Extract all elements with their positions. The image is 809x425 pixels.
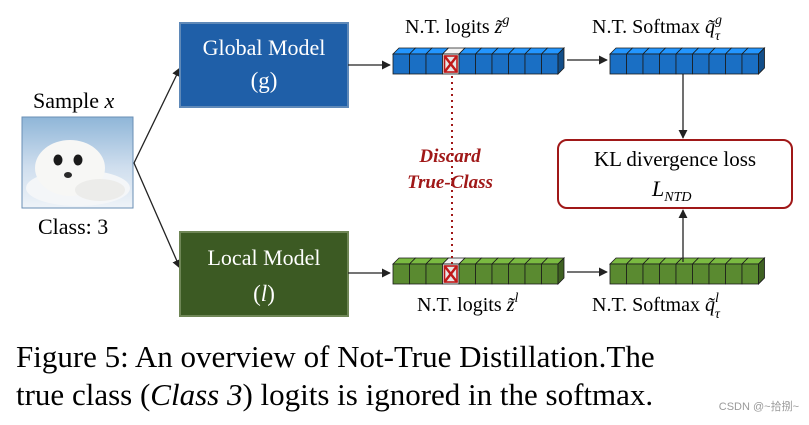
caption-line-1: Figure 5: An overview of Not-True Distil… bbox=[16, 339, 655, 374]
vector-cell bbox=[491, 263, 509, 285]
vector-cell bbox=[392, 263, 410, 285]
local-model-box: Local Model (l) bbox=[179, 231, 349, 317]
vector-side bbox=[758, 257, 765, 285]
kl-loss-box: KL divergence loss LNTD bbox=[557, 139, 793, 209]
discard-x-mark bbox=[443, 265, 458, 283]
vector-cell bbox=[458, 263, 476, 285]
vector-cell bbox=[675, 53, 693, 75]
vector-cell bbox=[508, 53, 526, 75]
kl-loss-title: KL divergence loss bbox=[594, 147, 756, 171]
global-model-title: Global Model bbox=[203, 35, 326, 60]
vector-cell bbox=[458, 53, 476, 75]
vector-side bbox=[557, 47, 565, 75]
vector-cell bbox=[741, 263, 759, 285]
global-softmax-vector bbox=[609, 47, 766, 75]
discard-x-box bbox=[443, 265, 458, 283]
vector-cell bbox=[642, 263, 660, 285]
global-logits-label: N.T. logits z̃g bbox=[405, 13, 509, 38]
vector-cell bbox=[475, 263, 493, 285]
vector-cell bbox=[524, 263, 542, 285]
local-softmax-vector bbox=[609, 257, 766, 285]
discard-x-box bbox=[443, 55, 458, 73]
ntd-diagram: Sample x Class: 3 Global Model (g) Local… bbox=[21, 13, 793, 322]
figure-caption: Figure 5: An overview of Not-True Distil… bbox=[16, 338, 806, 414]
vector-cell bbox=[626, 53, 644, 75]
vector-cell bbox=[675, 263, 693, 285]
vector-cell bbox=[508, 263, 526, 285]
discard-label-line1: Discard bbox=[418, 146, 481, 167]
vector-cell bbox=[609, 263, 627, 285]
vector-cell bbox=[541, 53, 559, 75]
kl-loss-symbol: LNTD bbox=[651, 176, 691, 205]
vector-side bbox=[758, 47, 765, 75]
discard-x-mark bbox=[443, 55, 458, 73]
vector-cell bbox=[475, 53, 493, 75]
global-model-box: Global Model (g) bbox=[179, 22, 349, 108]
arrow-sample-to-global bbox=[133, 67, 181, 164]
vector-cell bbox=[409, 263, 427, 285]
sample-variable: x bbox=[104, 88, 115, 113]
vector-cell bbox=[659, 53, 677, 75]
vector-cell bbox=[392, 53, 410, 75]
vector-cell bbox=[708, 53, 726, 75]
arrow-sample-to-local bbox=[133, 162, 181, 269]
local-logits-vector bbox=[392, 257, 565, 285]
vector-cell bbox=[725, 263, 743, 285]
local-model-title: Local Model bbox=[207, 245, 320, 270]
vector-cell bbox=[692, 263, 710, 285]
seal-image bbox=[21, 116, 134, 209]
vector-cell bbox=[491, 53, 509, 75]
watermark: CSDN @~拾捌~ bbox=[718, 401, 799, 413]
vector-cell bbox=[659, 263, 677, 285]
vector-cell bbox=[609, 53, 627, 75]
vector-cell bbox=[692, 53, 710, 75]
vector-side bbox=[557, 257, 565, 285]
vector-cell bbox=[541, 263, 559, 285]
class-label: Class: 3 bbox=[38, 214, 108, 239]
global-logits-vector bbox=[392, 47, 565, 75]
caption-line-2: true class (Class 3) logits is ignored i… bbox=[16, 377, 654, 412]
vector-cell bbox=[425, 53, 443, 75]
vector-cell bbox=[524, 53, 542, 75]
local-model-symbol: (l) bbox=[253, 281, 275, 306]
vector-cell bbox=[708, 263, 726, 285]
sample-label: Sample x bbox=[33, 88, 115, 113]
vector-cell bbox=[741, 53, 759, 75]
local-logits-label: N.T. logits z̃l bbox=[417, 291, 518, 316]
discard-label-line2: True-Class bbox=[407, 172, 493, 193]
vector-cell bbox=[409, 53, 427, 75]
vector-cell bbox=[626, 263, 644, 285]
vector-cell bbox=[425, 263, 443, 285]
vector-cell bbox=[725, 53, 743, 75]
vector-cell bbox=[642, 53, 660, 75]
global-model-symbol: (g) bbox=[251, 68, 278, 93]
